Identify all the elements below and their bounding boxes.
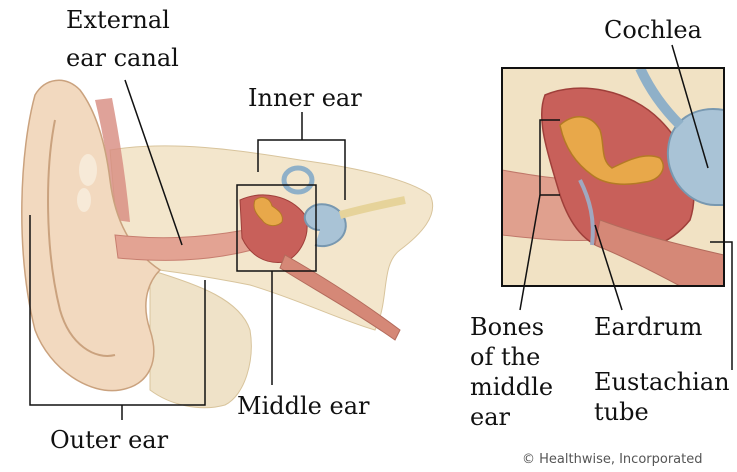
label-middle-ear: Middle ear: [237, 392, 369, 420]
label-bones-line4: ear: [470, 403, 510, 431]
label-cochlea: Cochlea: [604, 16, 702, 44]
label-bones-line3: middle: [470, 373, 553, 401]
label-external-ear-canal-line2: ear canal: [66, 44, 179, 72]
label-eustachian-line2: tube: [594, 398, 649, 426]
label-external-ear-canal-line1: External: [66, 6, 170, 34]
label-bones-line2: of the: [470, 343, 540, 371]
cartilage-highlight-2: [77, 188, 91, 212]
label-outer-ear: Outer ear: [50, 426, 168, 454]
cartilage-highlight-1: [79, 154, 97, 186]
zoom-panel: [502, 68, 724, 286]
label-inner-ear: Inner ear: [248, 84, 362, 112]
label-eustachian-line1: Eustachian: [594, 368, 730, 396]
copyright-credit: © Healthwise, Incorporated: [522, 452, 702, 467]
label-eardrum: Eardrum: [594, 313, 702, 341]
label-bones-line1: Bones: [470, 313, 544, 341]
lower-jaw-region: [150, 270, 251, 408]
main-ear-illustration: [22, 80, 433, 407]
